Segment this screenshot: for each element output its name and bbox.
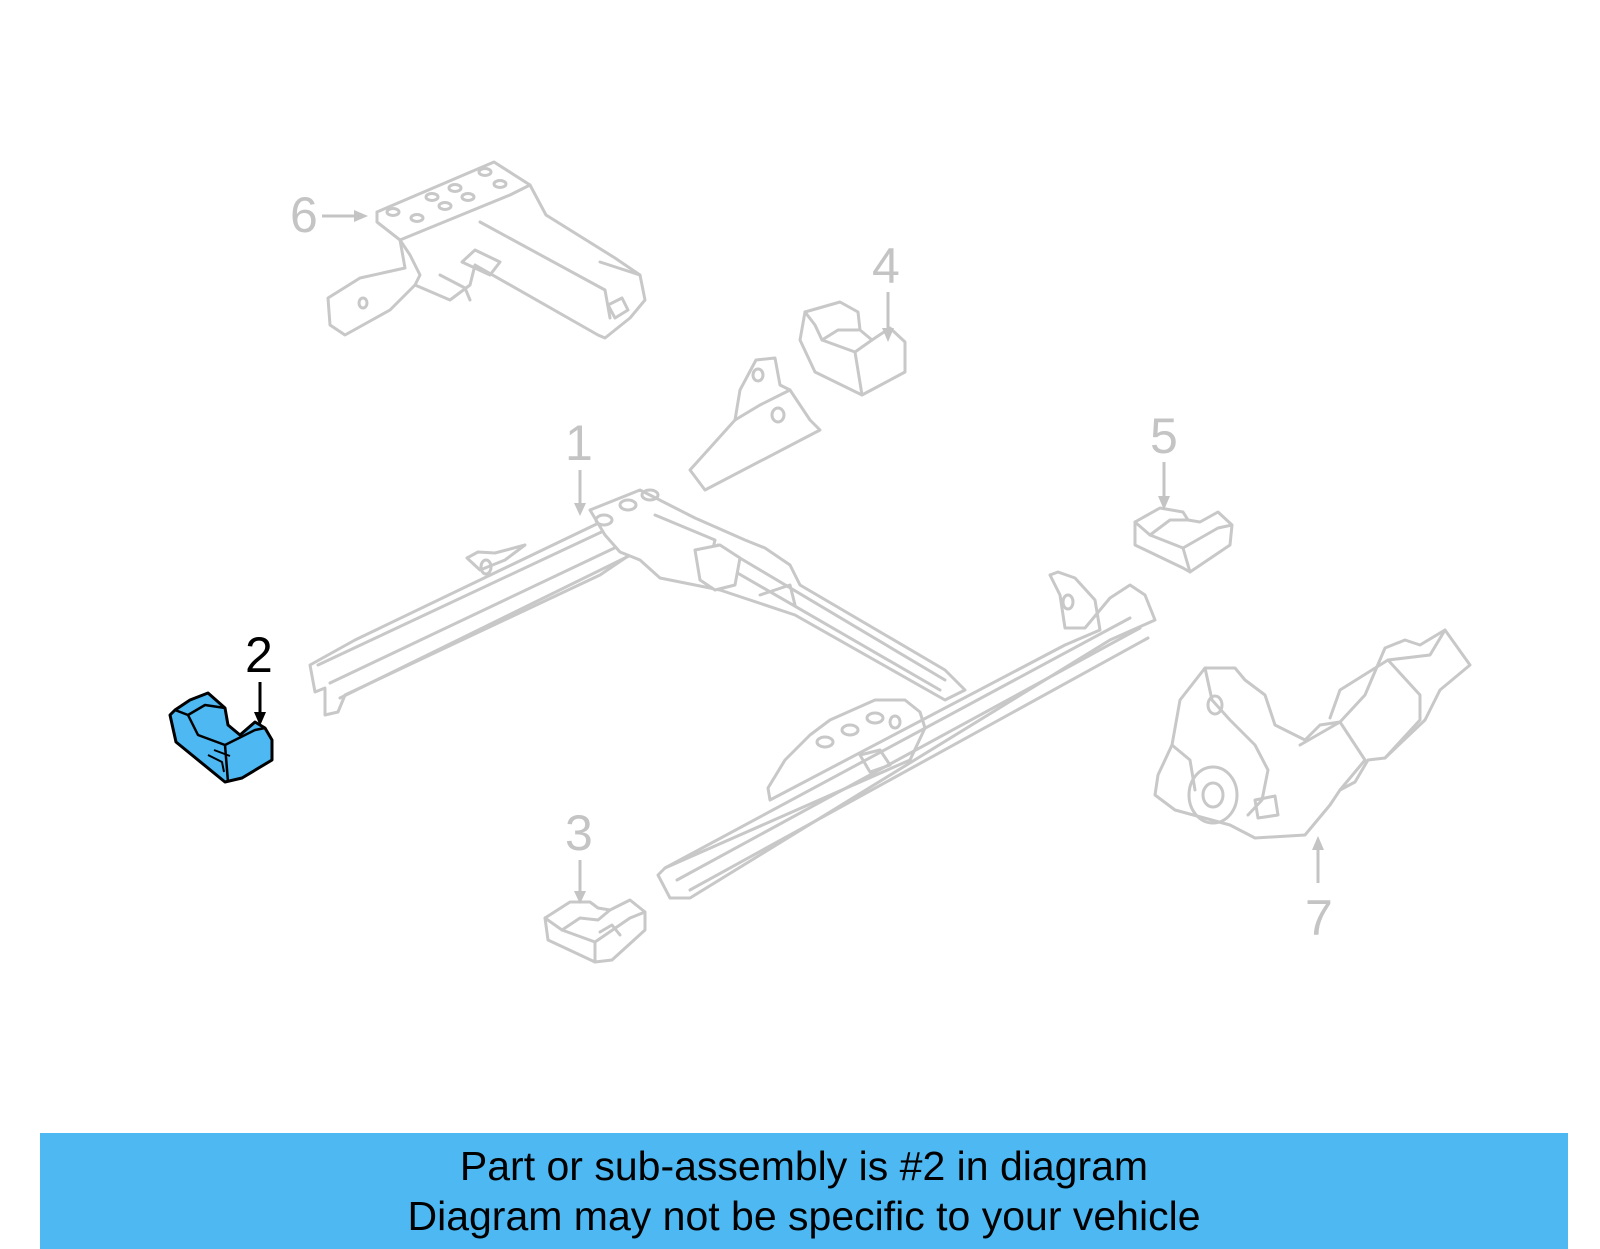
callout-5[interactable]: 5 [1150, 408, 1178, 464]
banner-line-1: Part or sub-assembly is #2 in diagram [459, 1143, 1149, 1189]
info-banner: Part or sub-assembly is #2 in diagram Di… [40, 1133, 1568, 1249]
callout-3[interactable]: 3 [565, 805, 593, 861]
callout-4[interactable]: 4 [872, 238, 900, 294]
part-5-cover[interactable] [1133, 506, 1234, 574]
part-1-seat-track[interactable] [308, 356, 1157, 900]
banner-line-2: Diagram may not be specific to your vehi… [407, 1193, 1201, 1239]
part-2-cover-highlighted[interactable] [168, 691, 274, 784]
callout-6[interactable]: 6 [290, 187, 318, 243]
part-6-adjuster-motor[interactable] [326, 160, 647, 340]
callout-7[interactable]: 7 [1305, 890, 1333, 946]
part-4-cover[interactable] [798, 300, 907, 397]
callout-2[interactable]: 2 [245, 627, 273, 683]
part-3-cover[interactable] [543, 898, 647, 964]
callout-1[interactable]: 1 [565, 415, 593, 471]
part-7-motor[interactable] [1153, 628, 1472, 840]
